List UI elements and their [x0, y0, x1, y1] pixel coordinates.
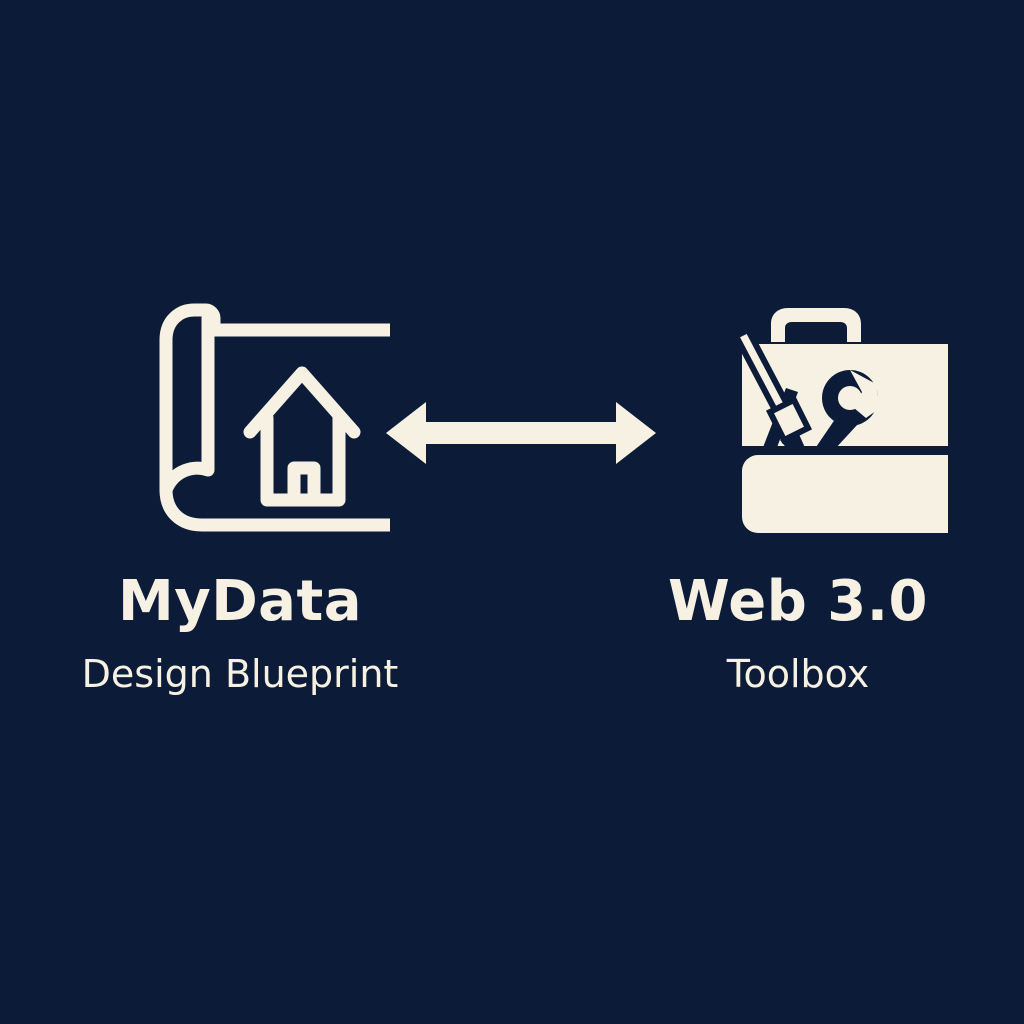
web3-node: Web 3.0 Toolbox [588, 300, 1008, 696]
double-arrow-icon [386, 402, 656, 464]
mydata-node: MyData Design Blueprint [30, 300, 450, 696]
left-title: MyData [117, 569, 363, 634]
toolbox-icon [648, 300, 948, 540]
right-subtitle: Toolbox [726, 652, 870, 696]
blueprint-house-icon [90, 300, 390, 540]
left-subtitle: Design Blueprint [81, 652, 399, 696]
right-title: Web 3.0 [667, 569, 929, 634]
